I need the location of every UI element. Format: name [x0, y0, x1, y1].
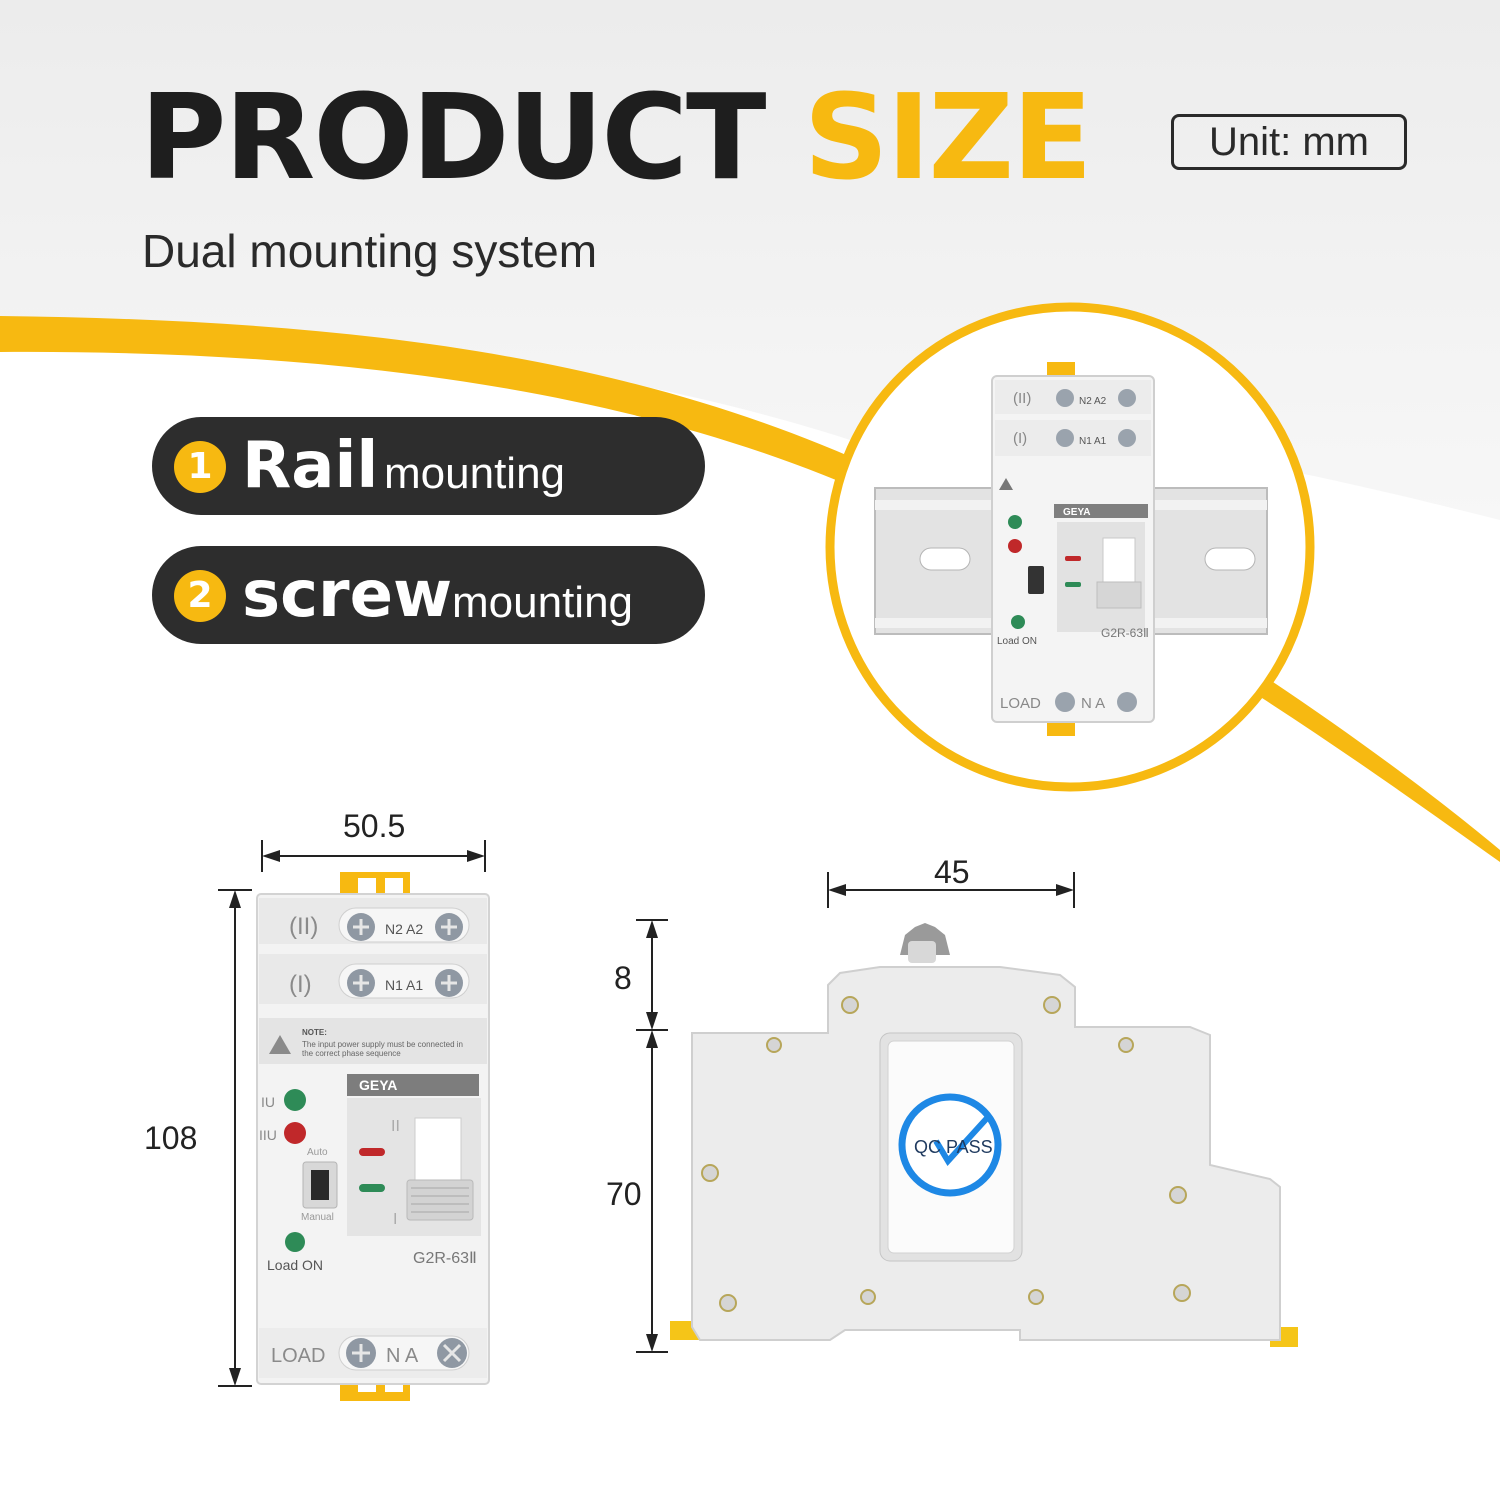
option-screw-mounting: 2 screw mounting [152, 546, 705, 644]
unit-badge: Unit: mm [1171, 114, 1407, 170]
dim-side-body: 70 [606, 1176, 642, 1212]
dim-side-top: 8 [614, 960, 632, 996]
option-rail-mounting: 1 Rail mounting [152, 417, 705, 515]
front-mode-manual: Manual [301, 1212, 334, 1223]
option-big-label: Rail [242, 429, 379, 503]
front-load-terminals: N A [386, 1345, 419, 1367]
circle-load-label: LOAD [1000, 695, 1041, 712]
circle-brand: GEYA [1063, 507, 1090, 518]
dim-side-width: 45 [934, 854, 970, 890]
title-part1: PRODUCT [140, 68, 767, 206]
subtitle: Dual mounting system [142, 225, 598, 277]
option-number: 2 [174, 570, 226, 622]
green-led [359, 1184, 385, 1192]
front-view-device: (II) N2 A2 (I) N1 A1 NOTE: The input pow… [256, 872, 490, 1401]
option-small-label: mounting [452, 578, 634, 627]
front-note-line2: the correct phase sequence [302, 1049, 401, 1058]
circle-line1-label: (I) [1013, 430, 1027, 447]
qc-pass-text: QC PASS [914, 1137, 993, 1157]
mode-switch [311, 1170, 329, 1200]
circle-load-terminals: N A [1081, 695, 1105, 712]
front-load-label: LOAD [271, 1345, 325, 1367]
option-number: 1 [174, 441, 226, 493]
warning-icon [269, 1035, 291, 1054]
option-small-label: mounting [384, 449, 566, 498]
front-model: G2R-63Ⅱ [413, 1250, 477, 1267]
indicator-iiu-led [284, 1122, 306, 1144]
dim-front-width: 50.5 [343, 808, 406, 844]
circle-line2-label: (II) [1013, 390, 1031, 407]
front-switch-upper: II [391, 1118, 400, 1135]
front-indicator-1: IU [261, 1094, 275, 1110]
front-note-line1: The input power supply must be connected… [302, 1040, 463, 1049]
front-load-on: Load ON [267, 1257, 323, 1273]
dim-front-height: 108 [144, 1120, 198, 1156]
circle-line2-terminals: N2 A2 [1079, 396, 1107, 407]
rail-mount-illustration: (II) N2 A2 (I) N1 A1 GEYA Load ON G2R-63… [825, 302, 1315, 792]
indicator-iu-led [284, 1089, 306, 1111]
load-on-led [285, 1232, 305, 1252]
side-view-device: QC PASS [670, 923, 1298, 1347]
qc-pass-badge [898, 1093, 1002, 1197]
option-big-label: screw [242, 558, 453, 632]
check-icon [933, 1114, 991, 1167]
front-indicator-2: IIU [259, 1127, 277, 1143]
page-title: PRODUCT SIZE [140, 72, 1093, 202]
front-note-title: NOTE: [302, 1028, 327, 1037]
red-led [359, 1148, 385, 1156]
front-mode-auto: Auto [307, 1147, 328, 1158]
title-part2: SIZE [803, 68, 1093, 206]
front-brand: GEYA [359, 1077, 397, 1093]
circle-load-on: Load ON [997, 636, 1037, 647]
front-line1-terminals: N1 A1 [385, 977, 423, 993]
front-line1-label: (I) [289, 971, 312, 998]
circle-model: G2R-63Ⅱ [1101, 626, 1149, 640]
circle-line1-terminals: N1 A1 [1079, 436, 1107, 447]
front-switch-lower: I [393, 1211, 397, 1228]
front-line2-terminals: N2 A2 [385, 921, 423, 937]
front-line2-label: (II) [289, 913, 318, 940]
